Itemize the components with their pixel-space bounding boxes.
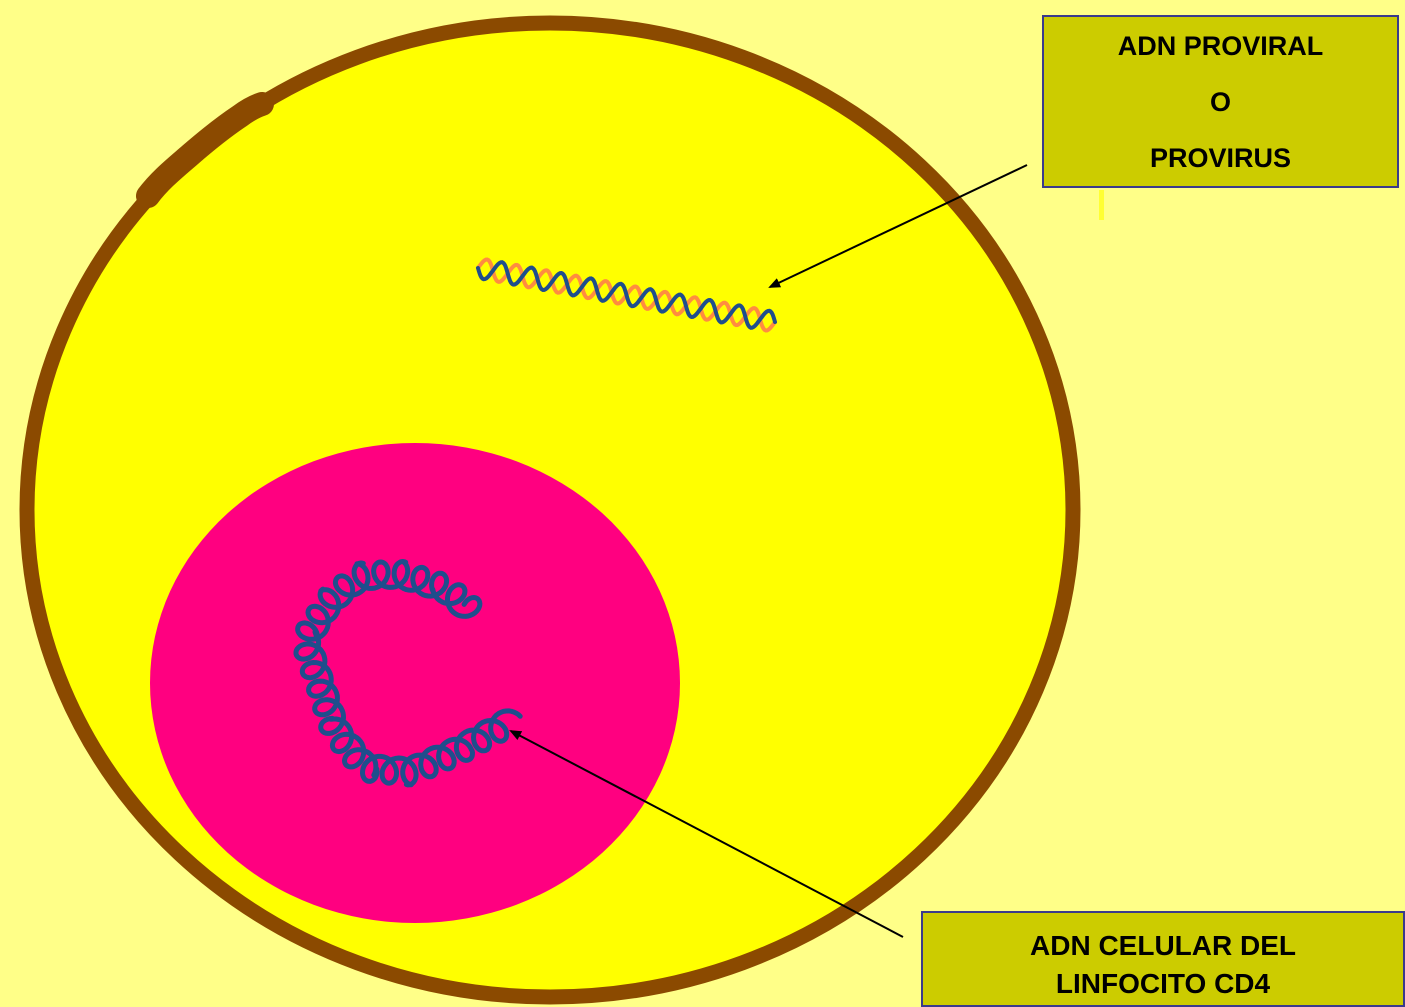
label-cellular-dna: ADN CELULAR DEL LINFOCITO CD4 [921,911,1405,1007]
label-provirus: ADN PROVIRAL O PROVIRUS [1042,15,1399,188]
label-provirus-line1: ADN PROVIRAL [1044,31,1397,62]
tick-mark [1099,190,1104,220]
label-provirus-line3: PROVIRUS [1044,143,1397,174]
nucleus [150,443,680,923]
label-cellular-line1: ADN CELULAR DEL [923,927,1403,965]
label-cellular-line2: LINFOCITO CD4 [923,965,1403,1003]
label-provirus-line2: O [1044,87,1397,118]
